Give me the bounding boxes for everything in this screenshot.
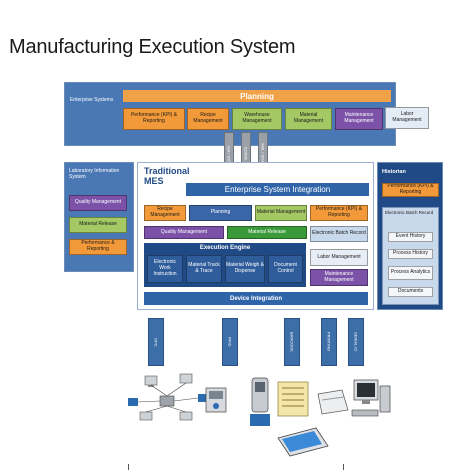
desktop-computer-illustration <box>351 379 391 417</box>
documents: Documents <box>388 287 433 297</box>
printer-labels-illustration <box>277 381 309 417</box>
event-history: Event History <box>388 232 433 242</box>
enterprise-kpi-reporting: Performance (KPI) & Reporting <box>123 108 185 130</box>
page-title: Manufacturing Execution System <box>9 36 296 58</box>
engine-track-trace: Material Track & Trace <box>186 255 222 283</box>
process-history: Process History <box>388 249 433 259</box>
enterprise-warehouse-management: Warehouse Management <box>232 108 282 130</box>
mes-planning: Planning <box>189 205 252 221</box>
process-analytics: Process Analytics <box>388 266 433 280</box>
lab-material-release: Material Release <box>69 217 127 233</box>
enterprise-material-management: Material Management <box>285 108 332 130</box>
barcode-interface: BARCODE <box>284 318 300 366</box>
mes-material-management: Material Management <box>255 205 307 221</box>
rfid-reader-illustration <box>205 387 227 413</box>
execution-engine-group: Execution Engine Electronic Work Instruc… <box>144 243 306 287</box>
laboratory-panel: Laboratory Information System Quality Ma… <box>64 162 134 272</box>
scanner-illustration <box>277 427 329 457</box>
label-printer-illustration <box>317 389 349 415</box>
lab-performance-reporting: Performance & Reporting <box>69 239 127 255</box>
bottom-tick <box>128 464 129 470</box>
plc-network-illustration <box>128 373 208 421</box>
historian-kpi-reporting: Performance (KPI) & Reporting <box>382 183 439 197</box>
traditional-mes-label: Traditional MES <box>144 166 190 186</box>
engine-document-control: Document Control <box>268 255 303 283</box>
barcode-scanner-illustration <box>250 377 270 426</box>
printing-interface: PRINTING <box>321 318 337 366</box>
rfid-interface: RFID <box>222 318 238 366</box>
planning-bar: Planning <box>123 90 391 102</box>
execution-engine-label: Execution Engine <box>199 245 251 251</box>
mes-kpi-reporting: Performance (KPI) & Reporting <box>310 205 368 221</box>
engine-work-instruction: Electronic Work Instruction <box>147 255 183 283</box>
batch-record-group: Electronic Batch Record Event History Pr… <box>382 207 439 305</box>
mes-quality-management: Quality Management <box>144 226 224 239</box>
mes-material-release: Material Release <box>227 226 307 239</box>
mes-maintenance-management: Maintenance Management <box>310 269 368 286</box>
enterprise-maintenance-management: Maintenance Management <box>335 108 383 130</box>
historian-label: Historian <box>382 169 406 175</box>
mes-recipe-management: Recipe Management <box>144 205 186 221</box>
laboratory-label: Laboratory Information System <box>69 168 120 181</box>
enterprise-labor-management: Labor Management <box>385 107 429 129</box>
device-integration-bar: Device Integration <box>144 292 368 305</box>
engine-weigh-dispense: Material Weigh & Dispense <box>225 255 265 283</box>
serial-io-interface: SERIAL IO <box>348 318 364 366</box>
mes-labor-management: Labor Management <box>310 249 368 266</box>
historian-panel: Historian Performance (KPI) & Reporting … <box>377 162 443 310</box>
lab-quality-management: Quality Management <box>69 195 127 211</box>
enterprise-integration-bar: Enterprise System Integration <box>186 183 369 196</box>
enterprise-systems-panel: Enterprise Systems Planning Performance … <box>64 82 396 146</box>
traditional-mes-panel: Traditional MES Enterprise System Integr… <box>137 162 374 310</box>
enterprise-recipe-management: Recipe Management <box>187 108 229 130</box>
mes-electronic-batch-record: Electronic Batch Record <box>310 226 368 242</box>
enterprise-systems-label: Enterprise Systems <box>70 97 114 103</box>
opc-interface: OPC <box>148 318 164 366</box>
batch-record-label: Electronic Batch Record <box>385 210 434 215</box>
bottom-tick <box>343 464 344 470</box>
